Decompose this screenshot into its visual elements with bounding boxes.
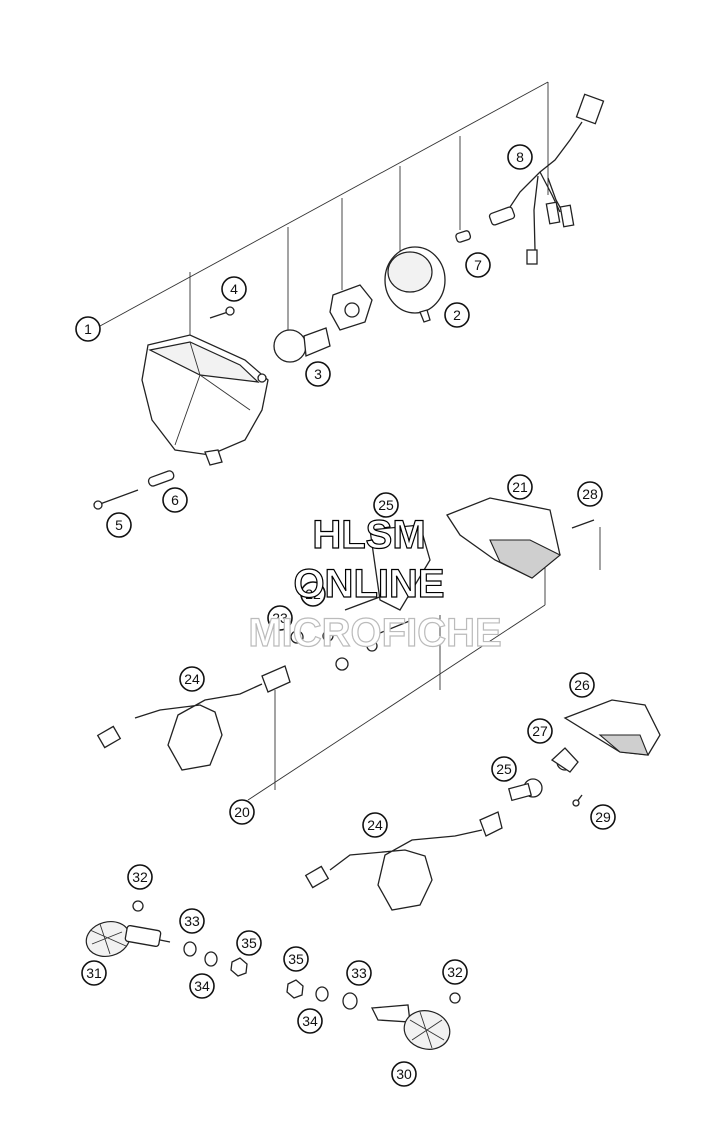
taillight-assembly-lines (247, 527, 601, 801)
watermark: HLSM ONLINE MICROFICHE (248, 512, 503, 655)
callout-2: 2 (444, 302, 470, 328)
svg-text:25: 25 (378, 497, 394, 513)
svg-text:30: 30 (396, 1066, 412, 1082)
svg-text:35: 35 (288, 951, 304, 967)
screw-5-part (93, 489, 139, 510)
svg-text:31: 31 (86, 965, 102, 981)
svg-text:21: 21 (512, 479, 528, 495)
washer-34-right-part (315, 986, 329, 1002)
washer-34-left-part (204, 951, 218, 967)
screw-29-part (572, 794, 583, 807)
turn-signal-left-part (85, 921, 171, 957)
wiring-harness-part (488, 93, 605, 265)
callout-5: 5 (106, 512, 132, 538)
watermark-line-1: HLSM (312, 513, 425, 557)
callout-26: 26 (569, 672, 595, 698)
svg-text:29: 29 (595, 809, 611, 825)
svg-text:24: 24 (184, 671, 200, 687)
callout-35-right: 35 (283, 946, 309, 972)
svg-text:25: 25 (496, 761, 512, 777)
svg-text:33: 33 (351, 965, 367, 981)
callout-35-left: 35 (236, 930, 262, 956)
small-bulb-part (455, 230, 472, 243)
callout-6: 6 (162, 487, 188, 513)
svg-text:1: 1 (84, 321, 92, 337)
svg-text:22: 22 (305, 586, 321, 602)
screw-32-right-part (449, 992, 461, 1004)
washer-33-right-part (342, 992, 358, 1010)
callout-34-left: 34 (189, 973, 215, 999)
callout-7: 7 (465, 252, 491, 278)
svg-text:3: 3 (314, 366, 322, 382)
callout-29: 29 (590, 804, 616, 830)
callout-31: 31 (81, 960, 107, 986)
svg-text:4: 4 (230, 281, 238, 297)
callout-33-right: 33 (346, 960, 372, 986)
rubber-cap-part (384, 246, 446, 323)
svg-text:34: 34 (302, 1013, 318, 1029)
nut-35-left-part (230, 957, 248, 977)
svg-text:7: 7 (474, 257, 482, 273)
callout-4: 4 (221, 276, 247, 302)
svg-text:32: 32 (132, 869, 148, 885)
svg-text:6: 6 (171, 492, 179, 508)
watermark-line-3: MICROFICHE (248, 611, 501, 655)
callout-30: 30 (391, 1061, 417, 1087)
svg-text:20: 20 (234, 804, 250, 820)
headlight-bulb-part (273, 327, 331, 363)
callout-20: 20 (229, 799, 255, 825)
svg-text:34: 34 (194, 978, 210, 994)
callout-23: 23 (267, 605, 293, 631)
lamp-lens-part (563, 699, 661, 756)
tail-light-part (446, 497, 562, 579)
tail-bulb-part (507, 778, 543, 802)
lamp-harness-upper-part (96, 665, 291, 771)
callout-22: 22 (300, 581, 326, 607)
screw-4-part (209, 306, 235, 319)
callout-21: 21 (507, 474, 533, 500)
screw-32-left-part (132, 900, 144, 912)
callout-33-left: 33 (179, 908, 205, 934)
headlight-housing-part (141, 334, 269, 466)
callout-25-lower: 25 (491, 756, 517, 782)
svg-text:23: 23 (272, 610, 288, 626)
svg-text:26: 26 (574, 677, 590, 693)
headlight-assembly-lines (99, 81, 549, 345)
callout-32-left: 32 (127, 864, 153, 890)
callout-27: 27 (527, 718, 553, 744)
washer-33-left-part (183, 941, 197, 957)
callout-32-right: 32 (442, 959, 468, 985)
svg-text:33: 33 (184, 913, 200, 929)
callout-8: 8 (507, 144, 533, 170)
tail-bracket-part (290, 524, 431, 671)
callout-28: 28 (577, 481, 603, 507)
svg-text:8: 8 (516, 149, 524, 165)
callout-3: 3 (305, 361, 331, 387)
svg-text:35: 35 (241, 935, 257, 951)
nut-35-right-part (286, 979, 304, 999)
callout-24-upper: 24 (179, 666, 205, 692)
screw-28-part (571, 519, 595, 529)
socket-plate-part (329, 284, 373, 331)
bulb-socket-27-part (550, 747, 579, 773)
watermark-line-2: ONLINE (293, 562, 444, 606)
lamp-harness-lower-part (304, 811, 503, 911)
svg-text:2: 2 (453, 307, 461, 323)
callout-24-lower: 24 (362, 812, 388, 838)
svg-text:32: 32 (447, 964, 463, 980)
callout-25-upper: 25 (373, 492, 399, 518)
callout-34-right: 34 (297, 1008, 323, 1034)
callout-1: 1 (75, 316, 101, 342)
turn-signal-right-part (370, 1004, 451, 1050)
spacer-6-part (147, 470, 175, 487)
svg-text:28: 28 (582, 486, 598, 502)
svg-text:5: 5 (115, 517, 123, 533)
svg-text:24: 24 (367, 817, 383, 833)
svg-text:27: 27 (532, 723, 548, 739)
